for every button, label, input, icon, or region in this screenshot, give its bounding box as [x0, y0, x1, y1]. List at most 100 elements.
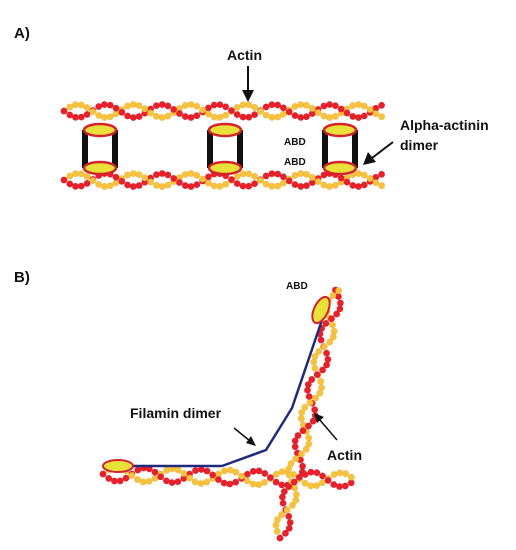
actin-a-bottom-red-bead	[129, 182, 137, 190]
actin-a-top-red-bead	[170, 105, 178, 113]
actin-b-horizontal-red-bead	[110, 477, 118, 485]
actin-b-horizontal-red-bead	[278, 481, 286, 489]
actin-b-horizontal-yellow-bead	[232, 468, 240, 476]
actin-a-top-red-bead	[135, 112, 143, 120]
actin-b-horizontal-yellow-bead	[238, 472, 246, 480]
panel-b-abd-domain-top	[311, 295, 331, 325]
actin-a-bottom-yellow-bead	[256, 176, 264, 184]
actin-a-bottom-yellow-bead	[355, 169, 363, 177]
actin-b-diagonal-yellow-bead	[320, 343, 328, 351]
actin-b-horizontal-red-bead	[174, 478, 182, 486]
actin-b-diagonal-yellow-bead	[330, 327, 338, 335]
actin-b-horizontal-yellow-bead	[301, 479, 309, 487]
actin-b-horizontal-red-bead	[162, 477, 170, 485]
actin-a-bottom-yellow-bead	[66, 172, 74, 180]
actin-a-top-red-bead	[123, 112, 131, 120]
actin-a-bottom-yellow-bead	[141, 174, 149, 182]
actin-b-diagonal-yellow-bead	[306, 399, 314, 407]
panel-a-actin-label: Actin	[227, 47, 262, 63]
panel-a-actin-top	[60, 100, 386, 121]
actin-b-horizontal-yellow-bead	[174, 466, 182, 474]
actin-b-diagonal-red-bead	[317, 336, 325, 344]
actin-a-bottom-red-bead	[152, 171, 160, 179]
actin-a-bottom-red-bead	[355, 182, 363, 190]
actin-b-diagonal-red-bead	[309, 417, 317, 425]
actin-b-diagonal-yellow-bead	[326, 338, 334, 346]
actin-b-diagonal-red-bead	[311, 406, 319, 414]
actin-a-top-yellow-bead	[314, 108, 322, 116]
actin-a-top-red-bead	[274, 101, 282, 109]
actin-a-top-yellow-bead	[291, 102, 299, 110]
actin-b-diagonal-red-bead	[333, 310, 341, 318]
actin-b-diagonal-yellow-bead	[329, 291, 337, 299]
actin-a-top-red-bead	[227, 107, 235, 115]
actin-a-top-yellow-bead	[268, 113, 276, 121]
actin-a-top-red-bead	[337, 105, 345, 113]
actin-a-top-red-bead	[181, 113, 189, 121]
actin-b-diagonal-red-bead	[276, 534, 284, 542]
actin-b-diagonal-yellow-bead	[311, 352, 319, 360]
actin-a-bottom-red-bead	[274, 170, 282, 178]
actin-b-diagonal-yellow-bead	[317, 377, 325, 385]
actin-a-top-red-bead	[297, 113, 305, 121]
actin-a-bottom-red-bead	[291, 181, 299, 189]
actin-a-bottom-red-bead	[285, 177, 293, 185]
actin-a-top-yellow-bead	[360, 102, 368, 110]
actin-a-top-red-bead	[285, 108, 293, 116]
actin-a-bottom-yellow-bead	[106, 182, 114, 190]
actin-a-bottom-yellow-bead	[308, 173, 316, 181]
actin-b-diagonal-yellow-bead	[298, 409, 306, 417]
actin-b-horizontal-yellow-bead	[139, 478, 147, 486]
actin-a-top-yellow-bead	[181, 101, 189, 109]
actin-b-diagonal-yellow-bead	[292, 490, 300, 498]
actin-a-top-red-bead	[71, 113, 79, 121]
panel-a-actin-arrow	[242, 66, 254, 102]
actin-b-horizontal-red-bead	[319, 472, 327, 480]
actin-a-top-yellow-bead	[355, 100, 363, 108]
actin-a-bottom-yellow-bead	[314, 177, 322, 185]
actin-a-top-red-bead	[83, 110, 91, 118]
actin-binding-domain	[82, 160, 118, 176]
actin-a-bottom-red-bead	[60, 176, 68, 184]
actin-a-top-yellow-bead	[320, 112, 328, 120]
actin-a-bottom-red-bead	[164, 171, 172, 179]
actin-binding-domain	[82, 122, 118, 138]
actin-a-top-yellow-bead	[245, 101, 253, 109]
actin-a-bottom-yellow-bead	[135, 170, 143, 178]
actin-b-horizontal-yellow-bead	[220, 467, 228, 475]
actin-b-horizontal-red-bead	[134, 466, 142, 474]
actin-a-bottom-red-bead	[279, 173, 287, 181]
actin-a-top-red-bead	[152, 102, 160, 110]
actin-a-bottom-yellow-bead	[152, 181, 160, 189]
actin-a-bottom-yellow-bead	[204, 179, 212, 187]
actin-a-top-red-bead	[279, 104, 287, 112]
actin-b-horizontal-red-bead	[151, 468, 159, 476]
actin-a-top-red-bead	[291, 112, 299, 120]
actin-a-top-yellow-bead	[251, 103, 259, 111]
actin-a-bottom-red-bead	[118, 177, 126, 185]
actin-b-horizontal-red-bead	[232, 478, 240, 486]
panel-b-filamin-dimer	[118, 319, 324, 468]
actin-b-diagonal-yellow-bead	[274, 516, 282, 524]
actin-a-bottom-yellow-bead	[158, 182, 166, 190]
alpha-actinin-dimer	[82, 122, 118, 176]
actin-a-top-red-bead	[100, 101, 108, 109]
actin-b-diagonal-yellow-bead	[315, 347, 323, 355]
actin-a-bottom-yellow-bead	[95, 180, 103, 188]
actin-a-top-red-bead	[331, 102, 339, 110]
actin-a-bottom-red-bead	[112, 173, 120, 181]
actin-b-horizontal-yellow-bead	[307, 482, 315, 490]
actin-b-horizontal-yellow-bead	[133, 476, 141, 484]
actin-a-top-red-bead	[66, 111, 74, 119]
actin-b-diagonal-yellow-bead	[301, 403, 309, 411]
actin-b-horizontal-yellow-bead	[151, 474, 159, 482]
actin-a-bottom-red-bead	[360, 181, 368, 189]
actin-b-diagonal-red-bead	[281, 529, 289, 537]
actin-a-bottom-yellow-bead	[251, 172, 259, 180]
actin-a-top-red-bead	[239, 113, 247, 121]
actin-a-top-red-bead	[164, 102, 172, 110]
actin-b-horizontal-yellow-bead	[336, 469, 344, 477]
actin-a-top-red-bead	[175, 109, 183, 117]
actin-b-diagonal-red-bead	[280, 488, 288, 496]
